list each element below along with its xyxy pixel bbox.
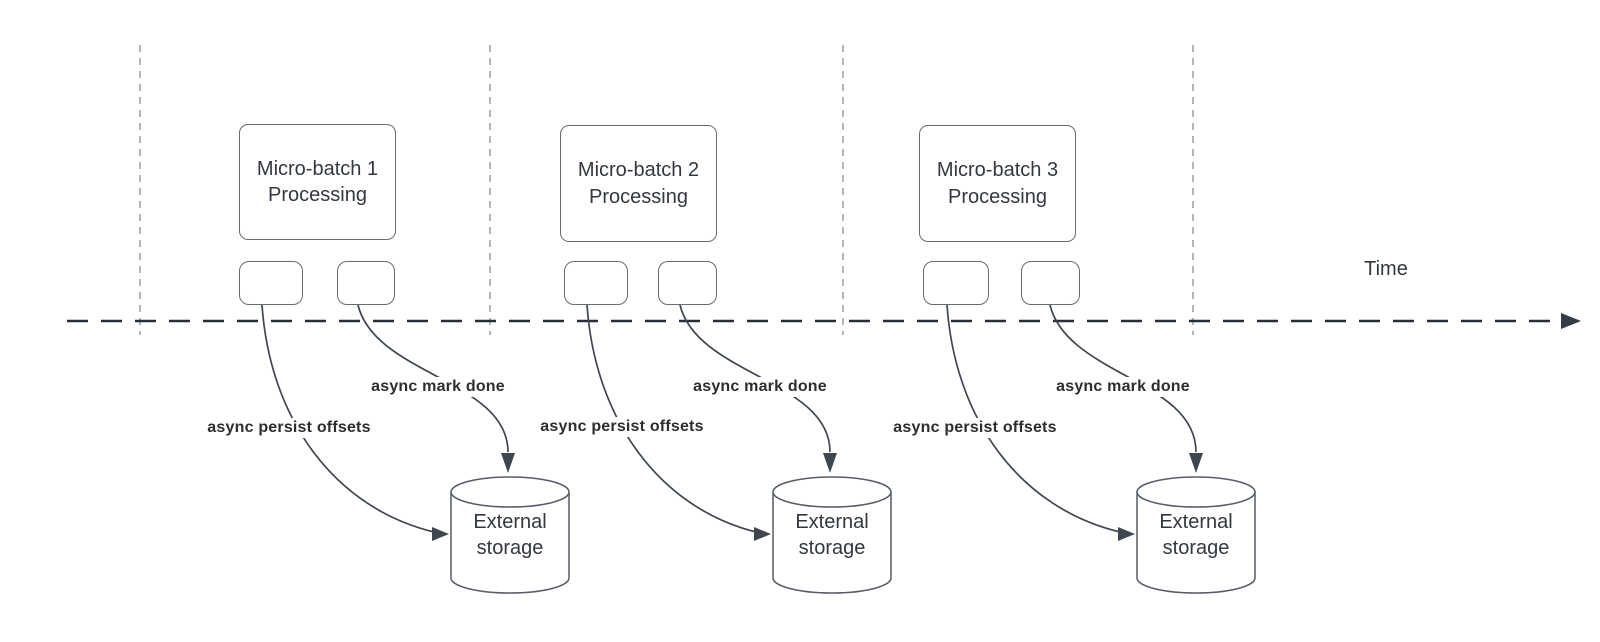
storage-cylinder-1	[450, 476, 570, 594]
persist-offsets-arrowhead-3	[1118, 527, 1135, 541]
storage-cylinder-2	[772, 476, 892, 594]
persist-offsets-label-2: async persist offsets	[537, 417, 707, 437]
offset-range-box-2b	[658, 261, 717, 305]
external-storage-label-2: External storage	[795, 511, 869, 559]
mark-done-label-1: async mark done	[368, 377, 508, 397]
offset-range-box-1b	[337, 261, 395, 305]
mark-done-label-3: async mark done	[1053, 377, 1193, 397]
offset-range-box-2a	[564, 261, 628, 305]
persist-offsets-arrow-3	[946, 304, 1121, 533]
micro-batch-2-box: Micro-batch 2 Processing	[560, 125, 717, 242]
timeline-arrowhead-icon	[1561, 313, 1581, 329]
time-axis-label: Time	[1364, 258, 1408, 280]
offset-range-box-1a	[239, 261, 303, 305]
micro-batch-1-box: Micro-batch 1 Processing	[239, 124, 396, 240]
persist-offsets-arrow-1	[261, 304, 435, 533]
persist-offsets-label-1: async persist offsets	[204, 418, 374, 438]
micro-batch-3-box: Micro-batch 3 Processing	[919, 125, 1076, 242]
mark-done-arrowhead-2	[823, 453, 837, 473]
offset-range-box-3b	[1021, 261, 1080, 305]
storage-cylinder-3	[1136, 476, 1256, 594]
external-storage-label-3: External storage	[1159, 511, 1233, 559]
external-storage-label-1: External storage	[473, 511, 547, 559]
persist-offsets-label-3: async persist offsets	[890, 418, 1060, 438]
mark-done-label-2: async mark done	[690, 377, 830, 397]
mark-done-arrowhead-1	[501, 453, 515, 473]
persist-offsets-arrow-2	[586, 304, 757, 533]
offset-range-box-3a	[923, 261, 989, 305]
persist-offsets-arrowhead-2	[754, 527, 771, 541]
mark-done-arrowhead-3	[1189, 453, 1203, 473]
persist-offsets-arrowhead-1	[432, 527, 449, 541]
